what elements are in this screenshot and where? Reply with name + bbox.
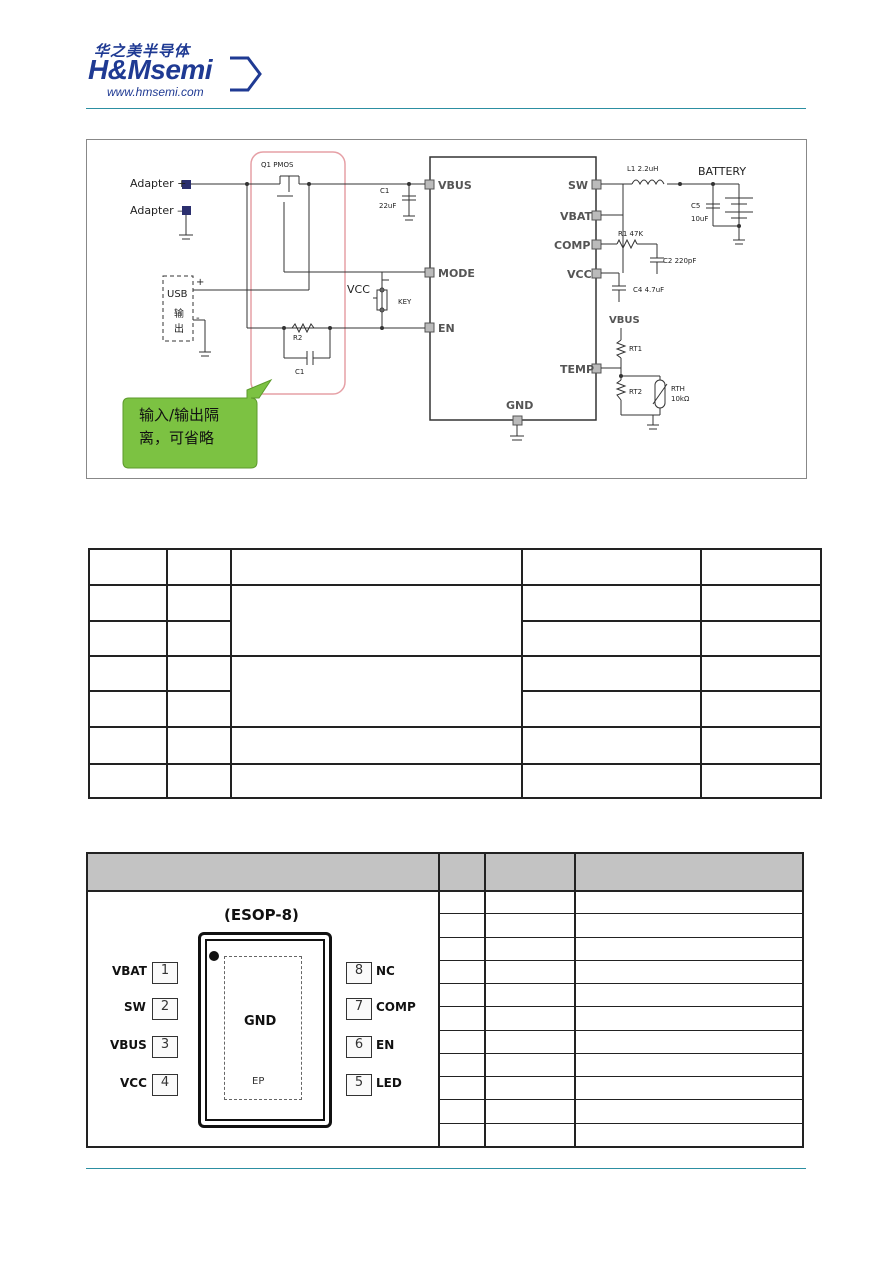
pin-6-box: 6 [346,1036,372,1058]
package-center-label: GND [244,1014,277,1029]
pin-table-header [88,854,802,892]
callout-bubble [122,378,273,469]
logo-swoosh-icon [230,56,262,92]
c5-value-label: 10uF [691,215,709,223]
exposed-pad-outline [224,956,302,1100]
vbus-ext-label: VBUS [609,315,640,326]
pin-sw-label: SW [568,179,589,192]
rth-value-label: 10kΩ [671,395,690,403]
parameter-table [88,547,822,800]
pin-3-box: 3 [152,1036,178,1058]
vcc-key-label: VCC [347,283,370,296]
pin-5-name: LED [376,1076,402,1090]
usb-sub-label-2: 出 [174,324,184,335]
usb-plus-label: + [196,277,205,288]
pin-vcc-label: VCC [567,268,592,281]
pin-4-name: VCC [120,1076,147,1090]
adapter-minus-label: Adapter – [130,204,183,217]
c5-label: C5 [691,202,701,210]
callout-text: 输入/输出隔 离，可省略 [139,404,219,450]
pin-table-row-divider [438,983,802,985]
pin-table-row-divider [438,913,802,915]
pin-8-name: NC [376,964,395,978]
header-rule [86,108,806,109]
package-drawing: (ESOP-8) GND EP 1 2 3 4 VBAT SW VBUS VCC… [88,892,438,1146]
application-circuit: Adapter + Adapter – USB 输 出 + - Q1 PMOS … [86,139,807,479]
package-ep-label: EP [252,1076,265,1087]
logo-brand: H&Msemi [88,54,213,85]
pin-8-box: 8 [346,962,372,984]
pin-vbat-label: VBAT [560,210,593,223]
r1-label: R1 47K [618,230,644,238]
table-row [88,762,822,800]
table-row [88,726,822,765]
battery-label: BATTERY [698,165,747,178]
pin-2-box: 2 [152,998,178,1020]
logo-chinese-name: 华之美半导体 [94,42,191,60]
table-row [88,547,822,587]
usb-minus-label: - [196,313,200,324]
c2-label: C2 220pF [663,257,697,265]
pin-en-label: EN [438,322,455,335]
usb-connector-box [162,275,194,342]
pin-table-row-divider [438,1099,802,1101]
l1-label: L1 2.2uH [627,165,659,173]
rth-label: RTH [671,385,685,393]
pin-4-box: 4 [152,1074,178,1096]
pin-1-box: 1 [152,962,178,984]
pin-table-row-divider [438,1122,802,1124]
table-row [88,690,822,729]
pin-table-row-divider [438,936,802,938]
r2-label: R2 [293,334,303,342]
callout-line-1: 输入/输出隔 [139,406,220,424]
logo-url: www.hmsemi.com [107,85,204,99]
pin-7-box: 7 [346,998,372,1020]
usb-label: USB [167,289,188,300]
package-title: (ESOP-8) [224,906,299,924]
pin-table-row-divider [438,1052,802,1054]
pin-mode-label: MODE [438,267,475,280]
pin-1-name: VBAT [112,964,147,978]
pin-gnd-label: GND [506,399,534,412]
pin-table-row-divider [438,1006,802,1008]
rt1-label: RT1 [629,345,643,353]
pin1-marker-icon [209,951,219,961]
pin-temp-label: TEMP [560,363,595,376]
pin-table-row-divider [438,959,802,961]
pin-description-table: (ESOP-8) GND EP 1 2 3 4 VBAT SW VBUS VCC… [86,852,804,1148]
pin-7-name: COMP [376,1000,416,1014]
pin-6-name: EN [376,1038,395,1052]
pin-3-name: VBUS [110,1038,147,1052]
adapter-plus-label: Adapter + [130,177,187,190]
circuit-schematic [122,151,753,469]
pin-vbus-label: VBUS [438,179,472,192]
c1-top-label: C1 [380,187,390,195]
pin-2-name: SW [124,1000,146,1014]
pin-table-row-divider [438,1029,802,1031]
table-row [88,654,822,729]
table-row [88,584,822,657]
footer-rule [86,1168,806,1169]
pin-comp-label: COMP [554,239,591,252]
c4-label: C4 4.7uF [633,286,665,294]
key-label: KEY [398,298,412,306]
package-body [198,932,332,1128]
usb-sub-label-1: 输 [174,309,184,320]
pin-table-row-divider [438,1076,802,1078]
callout-line-2: 离，可省略 [139,429,215,447]
c1-bottom-label: C1 [295,368,305,376]
rt2-label: RT2 [629,388,643,396]
table-row [88,619,822,657]
isolation-outline [250,151,346,395]
q1-label: Q1 PMOS [261,161,294,169]
ic-body [429,156,597,421]
c1-value-label: 22uF [379,202,397,210]
pin-5-box: 5 [346,1074,372,1096]
